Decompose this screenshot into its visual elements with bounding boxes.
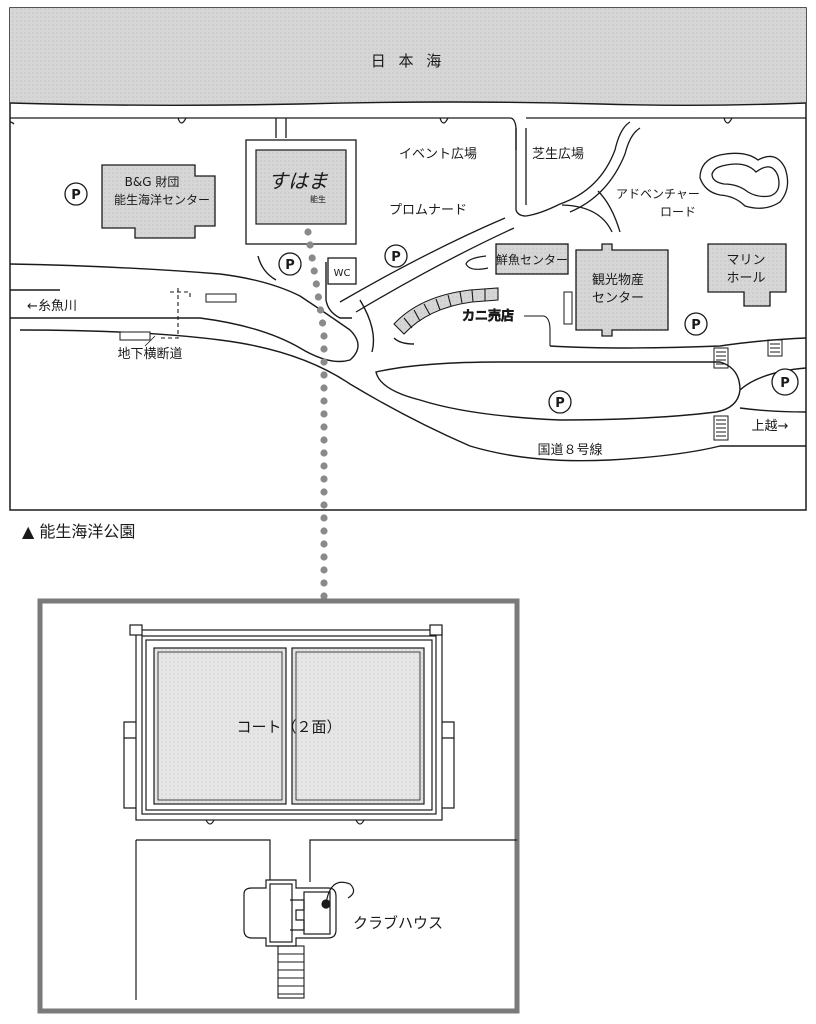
- parking-icon: P: [771, 368, 799, 396]
- access-paths: [135, 839, 517, 1000]
- coastal-paths: [9, 117, 806, 313]
- svg-text:P: P: [555, 396, 565, 411]
- connector-dot: [310, 267, 318, 275]
- connector-dot: [304, 228, 312, 236]
- crab-shop-label: カニ売店: [462, 308, 514, 324]
- bg-center-label-2: 能生海洋センター: [114, 192, 210, 207]
- svg-text:P: P: [691, 318, 701, 333]
- connector-dot: [318, 319, 327, 327]
- connector-dot: [316, 306, 325, 314]
- parking-markers: P P P P P P: [64, 182, 799, 414]
- connector-dot: [320, 423, 328, 431]
- parking-icon: P: [684, 312, 708, 336]
- lawn-plaza-label: 芝生広場: [532, 146, 584, 162]
- connector-dot: [320, 371, 328, 379]
- marine-hall-label-1: マリン: [726, 253, 765, 268]
- court-label: コート（２面）: [236, 718, 341, 736]
- connector-dot: [306, 241, 314, 249]
- underpass-label: 地下横断道: [117, 347, 182, 362]
- parking-icon: P: [278, 252, 302, 276]
- connector-dot: [312, 280, 320, 288]
- connector-dot: [320, 332, 328, 340]
- connector-dot: [320, 449, 328, 457]
- svg-text:P: P: [780, 376, 790, 391]
- logo-mark: すはま: [268, 169, 329, 193]
- svg-text:P: P: [285, 258, 295, 273]
- promenade-label: プロムナード: [389, 203, 467, 218]
- map-labels: イベント広場 芝生広場 アドベンチャー ロード プロムナード ←糸魚川 国道８号…: [27, 146, 789, 458]
- connector-dot: [320, 462, 328, 470]
- route8-label: 国道８号線: [537, 442, 602, 458]
- connector-dot: [320, 488, 328, 496]
- bg-marine-center: B&G 財団 能生海洋センター: [101, 164, 216, 239]
- adventure-road-loop: [699, 152, 789, 209]
- sea-label: 日 本 海: [371, 52, 446, 70]
- parking-icon: P: [64, 182, 88, 206]
- tourism-label-2: センター: [592, 291, 644, 306]
- connector-dot: [320, 345, 328, 353]
- entrance-stairs: [277, 945, 305, 999]
- marine-hall-label-2: ホール: [726, 271, 765, 286]
- dotted-connector: [304, 228, 328, 600]
- connector-dot: [320, 514, 328, 522]
- clubhouse: クラブハウス: [243, 879, 443, 947]
- joetsu-label: 上越→: [752, 419, 789, 434]
- connector-dot: [320, 358, 328, 366]
- bg-center-label-1: B&G 財団: [125, 174, 180, 189]
- crab-shop-stalls: カニ売店: [393, 287, 551, 346]
- connector-dot: [320, 501, 328, 509]
- connector-dot: [320, 475, 328, 483]
- wc-label: WC: [334, 268, 351, 279]
- nouiki-logo-plaza: すはま 能生: [245, 139, 357, 245]
- crosswalks: [713, 339, 783, 441]
- connector-dot: [320, 527, 328, 535]
- itoigawa-label: ←糸魚川: [27, 299, 77, 314]
- connector-dot: [320, 579, 328, 587]
- connector-dot: [320, 410, 328, 418]
- connector-dot: [320, 540, 328, 548]
- clubhouse-label: クラブハウス: [353, 914, 443, 932]
- logo-sublabel: 能生: [310, 194, 326, 204]
- sea-area: 日 本 海: [9, 8, 807, 106]
- underpass: 地下横断道: [117, 288, 237, 362]
- connector-dot: [320, 436, 328, 444]
- marine-hall: マリン ホール: [707, 243, 787, 307]
- event-plaza-label: イベント広場: [399, 147, 477, 162]
- wc-building: WC: [327, 257, 357, 285]
- tourism-label-1: 観光物産: [592, 272, 644, 288]
- fish-center-label: 鮮魚センター: [496, 253, 568, 267]
- connector-dot: [320, 592, 328, 600]
- svg-text:P: P: [391, 250, 401, 265]
- court-surfaces: コート（２面）: [153, 647, 425, 805]
- connector-dot: [308, 254, 316, 262]
- map-caption: ▲ 能生海洋公園: [22, 522, 136, 541]
- svg-text:P: P: [71, 188, 81, 203]
- parking-icon: P: [548, 390, 572, 414]
- roads: [9, 255, 807, 462]
- tourism-center: 観光物産 センター: [563, 243, 669, 337]
- connector-dot: [320, 384, 328, 392]
- fish-center: 鮮魚センター: [465, 243, 569, 275]
- parking-icon: P: [384, 244, 408, 268]
- adventure-road-label-1: アドベンチャー: [616, 187, 700, 201]
- adventure-road-label-2: ロード: [660, 205, 696, 219]
- connector-dot: [320, 553, 328, 561]
- connector-dot: [320, 397, 328, 405]
- connector-dot: [320, 566, 328, 574]
- connector-dot: [314, 293, 322, 301]
